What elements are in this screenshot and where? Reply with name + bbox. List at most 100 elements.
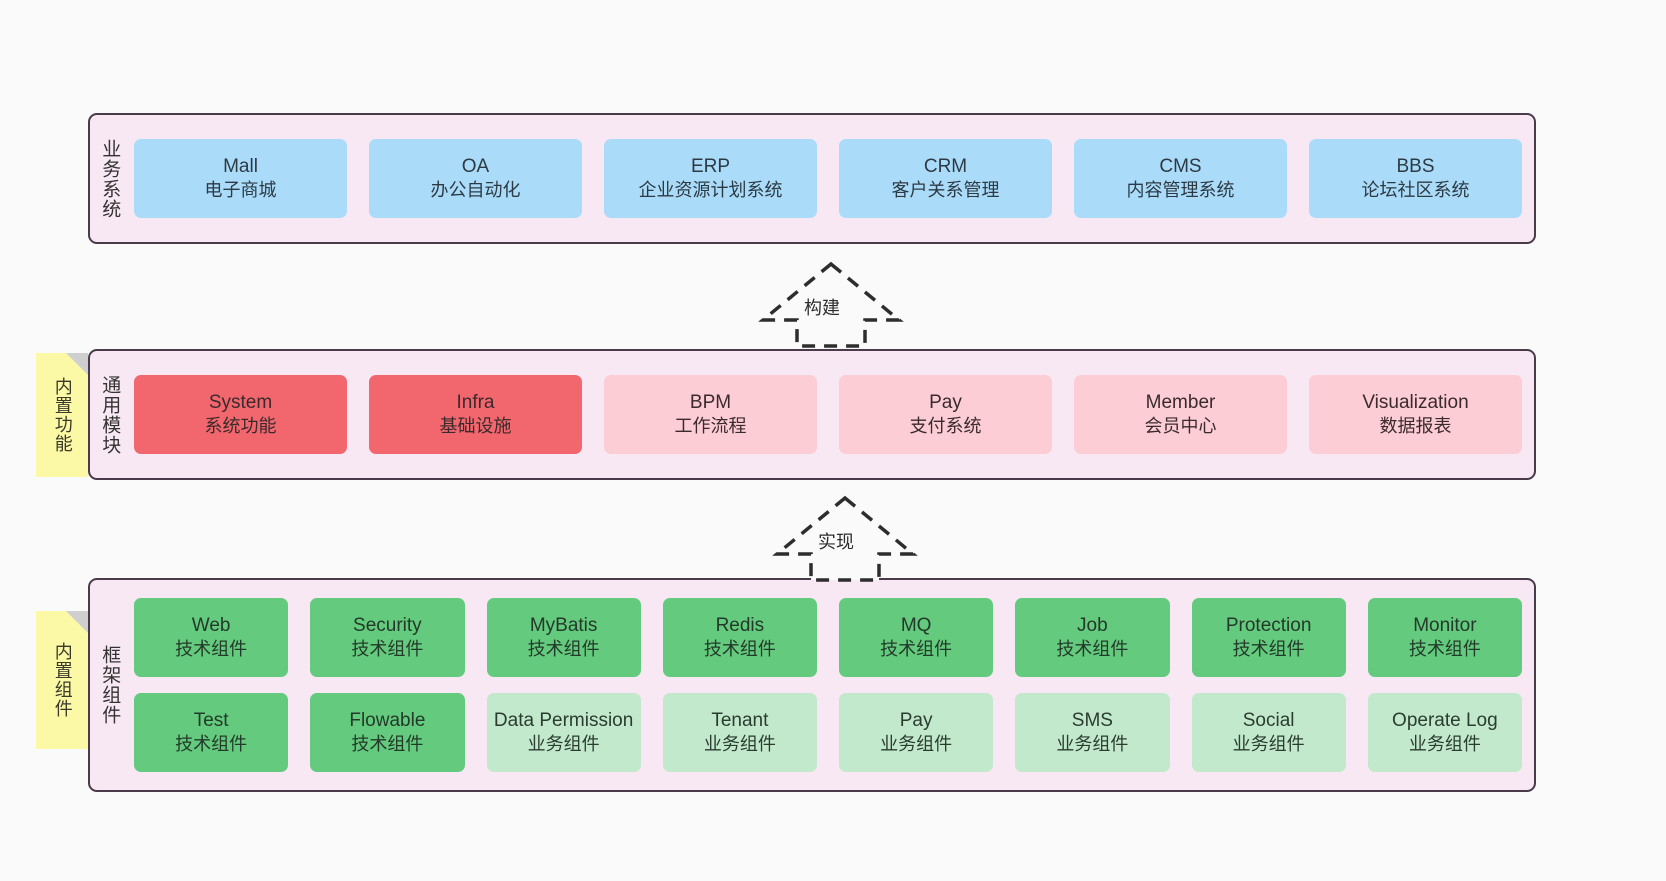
arrow-implement-label: 实现	[818, 532, 854, 552]
module-card-title: Job	[1077, 614, 1108, 636]
module-card-member[interactable]: Member 会员中心	[1074, 375, 1287, 454]
module-card-security[interactable]: Security 技术组件	[310, 598, 465, 677]
module-card-tenant[interactable]: Tenant 业务组件	[662, 693, 817, 772]
module-card-title: Security	[353, 614, 422, 636]
sticky-note-builtin-function-label: 内置功能	[52, 377, 73, 453]
module-card-subtitle: 论坛社区系统	[1361, 180, 1470, 201]
module-card-title: System	[208, 391, 273, 413]
module-card-title: SMS	[1071, 709, 1113, 731]
module-card-subtitle: 内容管理系统	[1126, 180, 1235, 201]
module-card-flowable[interactable]: Flowable 技术组件	[310, 693, 465, 772]
module-card-subtitle: 系统功能	[204, 416, 277, 437]
sticky-note-builtin-component-label: 内置组件	[52, 642, 73, 718]
module-card-cms[interactable]: CMS 内容管理系统	[1074, 139, 1287, 218]
module-card-redis[interactable]: Redis 技术组件	[662, 598, 817, 677]
module-card-title: Pay	[929, 391, 962, 413]
module-card-title: Visualization	[1362, 391, 1469, 413]
module-card-subtitle: 技术组件	[703, 639, 776, 660]
module-card-subtitle: 技术组件	[880, 639, 953, 660]
module-card-subtitle: 数据报表	[1379, 416, 1452, 437]
module-card-infra[interactable]: Infra 基础设施	[369, 375, 582, 454]
module-card-subtitle: 技术组件	[1408, 639, 1481, 660]
module-card-visualization[interactable]: Visualization 数据报表	[1309, 375, 1522, 454]
arrow-implement: 实现	[770, 492, 920, 582]
module-card-title: Member	[1145, 391, 1216, 413]
module-card-title: Tenant	[711, 709, 769, 731]
sticky-note-builtin-function: 内置功能	[36, 353, 88, 477]
module-card-subtitle: 技术组件	[175, 639, 248, 660]
module-card-title: BPM	[689, 391, 732, 413]
module-card-subtitle: 业务组件	[703, 734, 776, 755]
module-card-mq[interactable]: MQ 技术组件	[839, 598, 994, 677]
module-card-title: Data Permission	[493, 709, 634, 731]
module-card-monitor[interactable]: Monitor 技术组件	[1367, 598, 1522, 677]
layer-business-system-label: 业务系统	[99, 138, 121, 219]
module-card-test[interactable]: Test 技术组件	[134, 693, 289, 772]
module-card-title: Flowable	[349, 709, 426, 731]
module-card-title: Pay	[899, 709, 933, 731]
module-card-mall[interactable]: Mall 电子商城	[134, 139, 347, 218]
module-card-pay[interactable]: Pay 业务组件	[839, 693, 994, 772]
module-card-job[interactable]: Job 技术组件	[1015, 598, 1170, 677]
module-card-subtitle: 基础设施	[439, 416, 512, 437]
module-card-subtitle: 企业资源计划系统	[638, 180, 783, 201]
module-card-sms[interactable]: SMS 业务组件	[1015, 693, 1170, 772]
layer-common-module-label: 通用模块	[99, 374, 121, 455]
module-card-title: Social	[1242, 709, 1295, 731]
module-card-title: BBS	[1396, 155, 1435, 177]
module-card-pay[interactable]: Pay 支付系统	[839, 375, 1052, 454]
module-card-subtitle: 技术组件	[351, 734, 424, 755]
module-card-title: MyBatis	[529, 614, 598, 636]
module-card-title: Infra	[456, 391, 495, 413]
sticky-note-builtin-component: 内置组件	[36, 611, 88, 749]
module-card-title: ERP	[690, 155, 731, 177]
module-card-subtitle: 支付系统	[909, 416, 982, 437]
arrow-build: 构建	[756, 258, 906, 348]
module-card-title: Test	[193, 709, 229, 731]
module-card-subtitle: 技术组件	[1056, 639, 1129, 660]
module-card-subtitle: 业务组件	[1232, 734, 1305, 755]
module-card-oa[interactable]: OA 办公自动化	[369, 139, 582, 218]
module-card-web[interactable]: Web 技术组件	[134, 598, 289, 677]
module-card-subtitle: 业务组件	[880, 734, 953, 755]
module-card-bbs[interactable]: BBS 论坛社区系统	[1309, 139, 1522, 218]
module-card-subtitle: 业务组件	[1056, 734, 1129, 755]
module-card-title: Redis	[715, 614, 765, 636]
module-card-social[interactable]: Social 业务组件	[1191, 693, 1346, 772]
module-card-title: CMS	[1159, 155, 1202, 177]
module-card-subtitle: 会员中心	[1144, 416, 1217, 437]
module-card-title: MQ	[900, 614, 932, 636]
module-card-system[interactable]: System 系统功能	[134, 375, 347, 454]
module-card-title: Web	[191, 614, 231, 636]
module-card-subtitle: 技术组件	[175, 734, 248, 755]
module-card-subtitle: 技术组件	[527, 639, 600, 660]
module-card-mybatis[interactable]: MyBatis 技术组件	[486, 598, 641, 677]
module-card-title: OA	[461, 155, 490, 177]
folded-corner-icon	[66, 611, 88, 633]
layer-framework-component-label: 框架组件	[99, 645, 121, 725]
module-card-subtitle: 电子商城	[204, 180, 277, 201]
module-card-subtitle: 技术组件	[1232, 639, 1305, 660]
module-card-subtitle: 办公自动化	[430, 180, 521, 201]
module-card-title: Mall	[223, 155, 258, 177]
module-card-erp[interactable]: ERP 企业资源计划系统	[604, 139, 817, 218]
module-card-subtitle: 技术组件	[351, 639, 424, 660]
folded-corner-icon	[66, 353, 88, 375]
module-card-title: Monitor	[1413, 614, 1477, 636]
